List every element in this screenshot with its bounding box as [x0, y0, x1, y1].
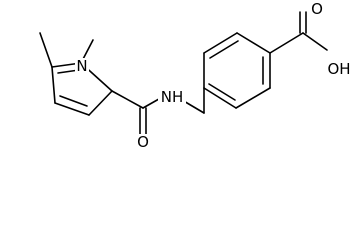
- bond-b4-b5: [236, 32, 271, 54]
- acid-hydroxyl-label: OH: [327, 60, 350, 78]
- bond-c4-c3: [54, 102, 90, 116]
- carbonyl-oxygen-label: O: [137, 133, 149, 151]
- amide-nh-label: NH: [161, 88, 184, 106]
- molecule-structure: N NH O O OH: [39, 0, 351, 151]
- bond-b1-b2: [203, 87, 237, 109]
- bond-b1-b2-inner: [208, 83, 236, 101]
- bond-c5-methyl: [39, 32, 53, 68]
- structure-diagram: N NH O O OH: [39, 0, 351, 151]
- bond-c4-c3-inner: [59, 95, 88, 107]
- bond-c3-c2: [88, 90, 113, 116]
- bond-c5-c4: [51, 66, 56, 104]
- bond-b5-b6-inner: [209, 40, 239, 59]
- bond-cooh-oh: [302, 32, 328, 51]
- bond-b5-b6: [203, 32, 238, 54]
- bond-ring-cooh: [269, 32, 304, 54]
- bond-b2-b3: [235, 87, 271, 109]
- bond-c2-carbonyl: [111, 90, 144, 109]
- pyrrole-nitrogen-label: N: [76, 57, 87, 75]
- acid-carbonyl-oxygen-label: O: [311, 0, 323, 18]
